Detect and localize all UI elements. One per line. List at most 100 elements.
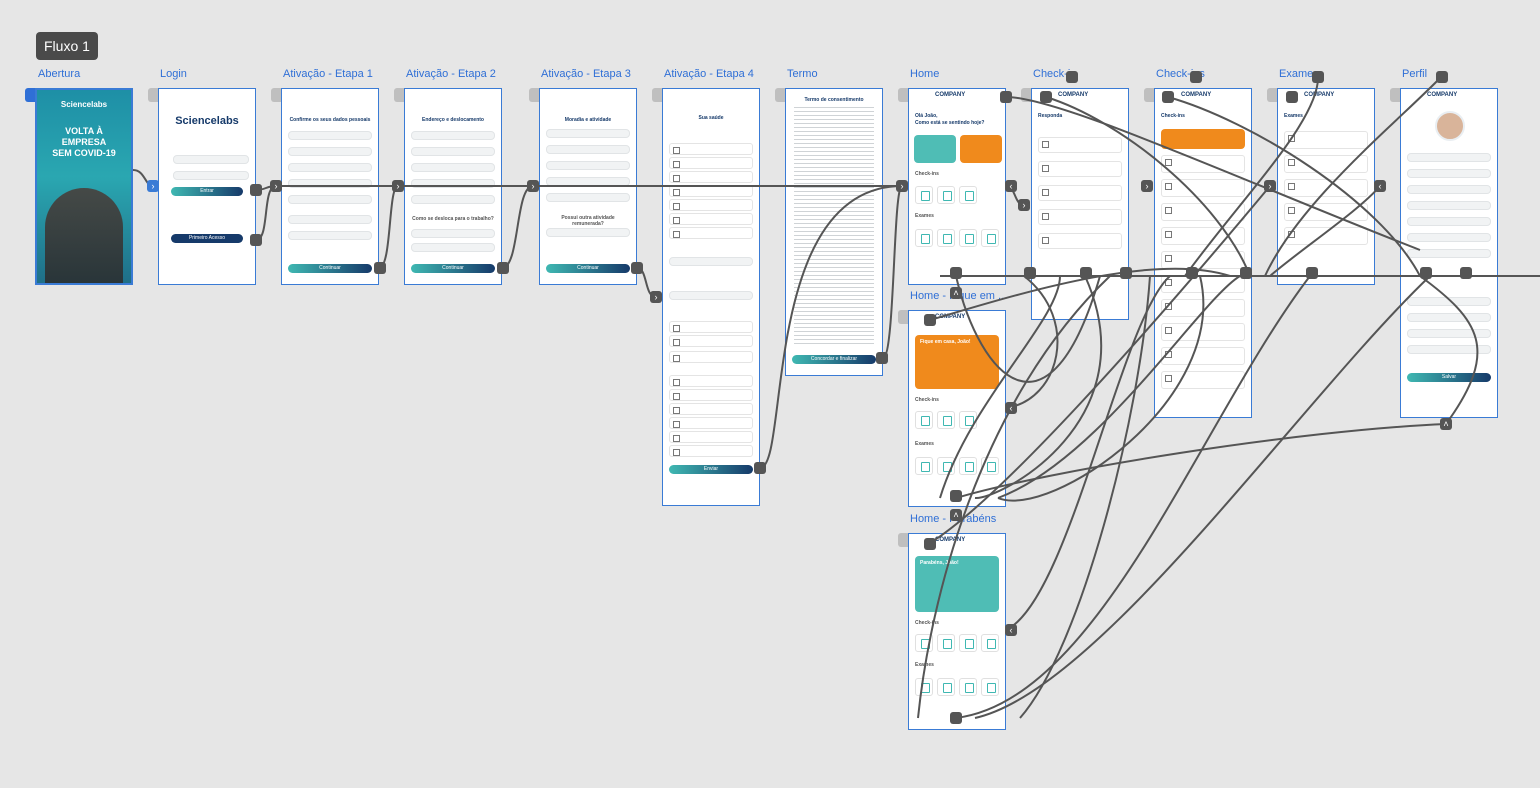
checkin-item[interactable] <box>1161 371 1245 389</box>
input-row[interactable] <box>288 215 372 224</box>
link-arrow[interactable] <box>754 462 766 474</box>
link-arrow[interactable]: ˄ <box>950 509 962 521</box>
health-checkbox[interactable] <box>669 143 753 155</box>
input-row[interactable] <box>411 195 495 204</box>
stepper-row[interactable] <box>546 145 630 154</box>
health-checkbox[interactable] <box>669 199 753 211</box>
exam-tile[interactable] <box>959 229 977 247</box>
exam-tile[interactable] <box>959 457 977 475</box>
link-arrow[interactable] <box>1240 267 1252 279</box>
health-checkbox[interactable] <box>669 335 753 347</box>
password-field[interactable] <box>173 171 249 180</box>
option-row[interactable] <box>546 228 630 237</box>
screen-title-perfil[interactable]: Perfil <box>1402 68 1428 80</box>
health-checkbox[interactable] <box>669 403 753 415</box>
link-arrow[interactable] <box>374 262 386 274</box>
link-arrow[interactable] <box>924 314 936 326</box>
save-button[interactable]: Salvar <box>1407 373 1491 382</box>
health-checkbox[interactable] <box>669 431 753 443</box>
link-arrow[interactable] <box>250 234 262 246</box>
feeling-good-card[interactable] <box>914 135 956 163</box>
frame-login[interactable]: Sciencelabs Entrar Primeiro Acesso <box>158 88 256 285</box>
health-checkbox[interactable] <box>669 389 753 401</box>
link-arrow[interactable]: ‹ <box>1374 180 1386 192</box>
health-checkbox[interactable] <box>669 157 753 169</box>
input-row[interactable] <box>288 147 372 156</box>
link-arrow[interactable] <box>1312 71 1324 83</box>
exam-tile[interactable] <box>981 229 999 247</box>
checkin-tile[interactable] <box>981 634 999 652</box>
frame-home-parabens[interactable]: COMPANY Parabéns, João! Check-ins Exames <box>908 533 1006 730</box>
link-arrow[interactable] <box>1120 267 1132 279</box>
profile-field[interactable] <box>1407 329 1491 338</box>
link-arrow[interactable] <box>1460 267 1472 279</box>
checkin-tile[interactable] <box>937 634 955 652</box>
continue-button[interactable]: Continuar <box>288 264 372 273</box>
option-row[interactable] <box>411 243 495 252</box>
frame-exames[interactable]: COMPANY Exames <box>1277 88 1375 285</box>
link-arrow[interactable] <box>631 262 643 274</box>
link-arrow[interactable]: › <box>1141 180 1153 192</box>
link-arrow[interactable]: › <box>527 180 539 192</box>
screen-title-checkin[interactable]: Check-in <box>1033 68 1077 80</box>
exam-tile[interactable] <box>937 229 955 247</box>
checkin-tile[interactable] <box>915 186 933 204</box>
link-arrow[interactable]: › <box>270 180 282 192</box>
link-arrow[interactable]: › <box>896 180 908 192</box>
option-row[interactable] <box>669 257 753 266</box>
screen-title-ativacao-1[interactable]: Ativação - Etapa 1 <box>283 68 373 80</box>
frame-checkins[interactable]: COMPANY Check-ins <box>1154 88 1252 418</box>
link-arrow[interactable] <box>924 538 936 550</box>
checkin-item[interactable] <box>1161 203 1245 221</box>
link-arrow[interactable] <box>1306 267 1318 279</box>
symptom-checkbox[interactable] <box>1038 137 1122 153</box>
symptom-checkbox[interactable] <box>1038 161 1122 177</box>
exam-tile[interactable] <box>959 678 977 696</box>
health-checkbox[interactable] <box>669 171 753 183</box>
stepper-row[interactable] <box>546 129 630 138</box>
frame-abertura[interactable]: Sciencelabs VOLTA À EMPRESA SEM COVID-19 <box>35 88 133 285</box>
profile-field[interactable] <box>1407 313 1491 322</box>
input-row[interactable] <box>288 131 372 140</box>
exam-item[interactable] <box>1284 131 1368 149</box>
profile-field[interactable] <box>1407 217 1491 226</box>
link-arrow[interactable] <box>876 352 888 364</box>
link-arrow[interactable]: ‹ <box>1005 180 1017 192</box>
exam-tile[interactable] <box>937 678 955 696</box>
send-button[interactable]: Enviar <box>669 465 753 474</box>
profile-field[interactable] <box>1407 345 1491 354</box>
symptom-checkbox[interactable] <box>1038 185 1122 201</box>
symptom-checkbox[interactable] <box>1038 233 1122 249</box>
link-arrow[interactable]: › <box>650 291 662 303</box>
link-arrow[interactable] <box>1162 91 1174 103</box>
agree-button[interactable]: Concordar e finalizar <box>792 355 876 364</box>
frame-termo[interactable]: Termo de consentimento Concordar e final… <box>785 88 883 376</box>
link-arrow[interactable] <box>1024 267 1036 279</box>
link-arrow[interactable]: ˄ <box>1440 418 1452 430</box>
health-checkbox[interactable] <box>669 321 753 333</box>
pending-checkin-card[interactable] <box>1161 129 1245 149</box>
profile-field[interactable] <box>1407 249 1491 258</box>
exam-item[interactable] <box>1284 179 1368 197</box>
exam-item[interactable] <box>1284 227 1368 245</box>
avatar[interactable] <box>1435 111 1465 141</box>
link-arrow[interactable]: › <box>1264 180 1276 192</box>
link-arrow[interactable]: ‹ <box>1005 624 1017 636</box>
flow-badge[interactable]: Fluxo 1 <box>36 32 98 60</box>
link-arrow[interactable] <box>950 267 962 279</box>
screen-title-login[interactable]: Login <box>160 68 187 80</box>
link-arrow[interactable] <box>497 262 509 274</box>
screen-title-exames[interactable]: Exames <box>1279 68 1319 80</box>
link-arrow[interactable] <box>1066 71 1078 83</box>
checkin-tile[interactable] <box>959 634 977 652</box>
link-arrow[interactable] <box>1286 91 1298 103</box>
exam-tile[interactable] <box>915 457 933 475</box>
exam-tile[interactable] <box>981 678 999 696</box>
input-row[interactable] <box>288 179 372 188</box>
profile-field[interactable] <box>1407 169 1491 178</box>
link-arrow[interactable]: ˄ <box>950 287 962 299</box>
health-checkbox[interactable] <box>669 445 753 457</box>
link-arrow[interactable] <box>950 712 962 724</box>
link-arrow[interactable] <box>950 490 962 502</box>
input-row[interactable] <box>288 231 372 240</box>
